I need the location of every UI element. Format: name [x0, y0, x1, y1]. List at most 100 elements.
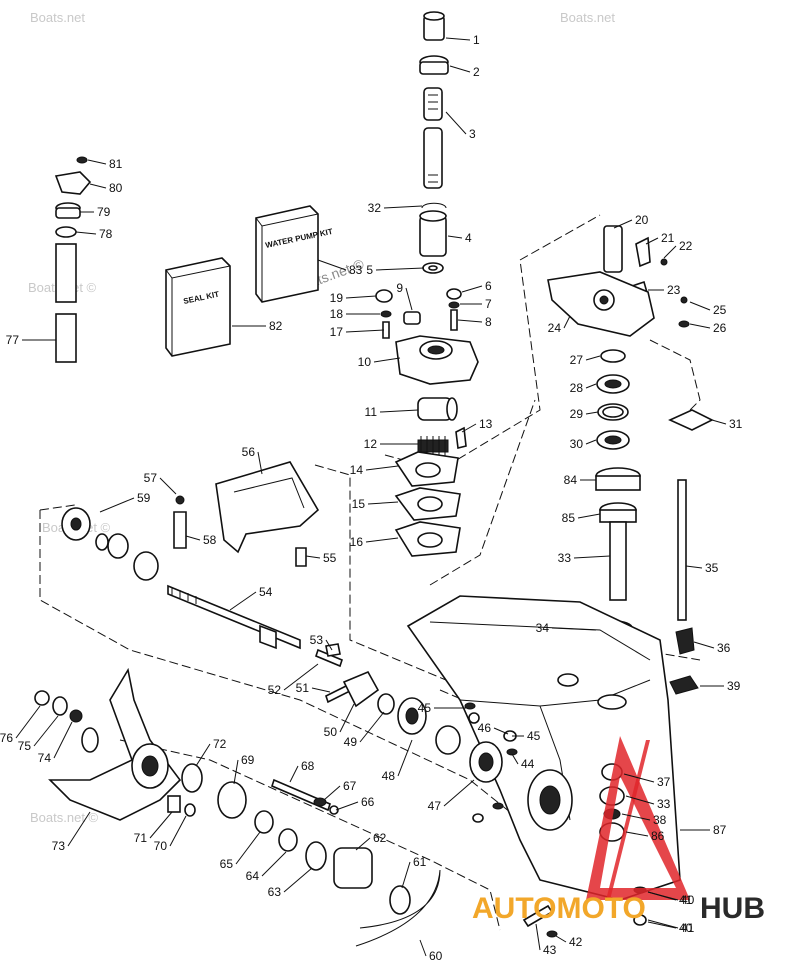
callout-62: 62	[373, 831, 387, 845]
shift-assembly	[547, 225, 714, 450]
part-36-cam	[675, 627, 695, 655]
leader-line	[445, 37, 471, 41]
part-20-shift-shaft	[603, 225, 623, 273]
part-13-key	[455, 426, 467, 449]
part-74-tab	[69, 709, 83, 723]
callout-38: 38	[653, 813, 667, 827]
callout-27: 27	[570, 353, 584, 367]
leader-line	[693, 641, 715, 649]
leader-line	[229, 591, 257, 611]
callout-65: 65	[220, 857, 234, 871]
callout-19: 19	[330, 291, 344, 305]
callout-13: 13	[479, 417, 493, 431]
part-71-screw	[167, 795, 181, 813]
leader-line	[53, 721, 73, 759]
part-35-shift-rod	[677, 479, 687, 621]
leader-line	[461, 285, 483, 293]
leader-line	[359, 711, 385, 743]
callout-4: 4	[465, 231, 472, 245]
part-45-washer	[464, 702, 476, 710]
callout-21: 21	[661, 231, 675, 245]
callout-60: 60	[429, 949, 443, 963]
leader-line	[283, 663, 319, 691]
callout-5: 5	[366, 263, 373, 277]
leader-line	[159, 477, 177, 495]
callout-33: 33	[558, 551, 572, 565]
leader-line	[401, 861, 411, 889]
callout-69: 69	[241, 753, 255, 767]
callout-55: 55	[323, 551, 337, 565]
leader-line	[317, 259, 347, 271]
leader-line	[445, 111, 467, 135]
callout-83: 83	[349, 263, 363, 277]
part-63-o-ring	[305, 841, 327, 871]
leader-line	[397, 739, 413, 777]
callout-labels: 1233245678910171819111213141516202122232…	[0, 33, 743, 963]
part-21-link	[635, 236, 651, 268]
callout-49: 49	[344, 735, 358, 749]
callout-44: 44	[521, 757, 535, 771]
callout-10: 10	[358, 355, 372, 369]
callout-7: 7	[485, 297, 492, 311]
leader-line	[169, 815, 187, 847]
leader-line	[323, 785, 341, 801]
callout-31: 31	[729, 417, 743, 431]
leader-line	[645, 237, 659, 245]
callout-81: 81	[109, 157, 123, 171]
leader-line	[585, 355, 601, 361]
callout-87: 87	[713, 823, 727, 837]
callout-26: 26	[713, 321, 727, 335]
watermark-text: Boats.net ©	[30, 810, 99, 825]
callout-58: 58	[203, 533, 217, 547]
leader-line	[149, 811, 173, 839]
part-42-washer	[546, 930, 558, 938]
callout-84: 84	[564, 473, 578, 487]
leader-line	[345, 329, 385, 333]
watermark-text: Boats.net	[560, 10, 615, 25]
leader-line	[325, 639, 333, 651]
leader-line	[365, 537, 399, 543]
leader-line	[493, 727, 509, 735]
leader-line	[305, 555, 321, 559]
leader-line	[289, 765, 299, 783]
leader-line	[623, 773, 655, 783]
callout-43: 43	[543, 943, 557, 957]
leader-line	[67, 811, 91, 847]
part-9-seal	[403, 311, 421, 325]
callout-40: 40	[679, 921, 693, 935]
callout-22: 22	[679, 239, 693, 253]
leader-line	[563, 315, 571, 329]
callout-64: 64	[246, 869, 260, 883]
part-49-washer	[377, 693, 395, 715]
leader-line	[33, 715, 59, 747]
leader-line	[449, 65, 471, 73]
callout-8: 8	[485, 315, 492, 329]
part-73-propeller	[48, 667, 182, 821]
leader-line	[335, 801, 359, 811]
callout-82: 82	[269, 319, 283, 333]
callout-54: 54	[259, 585, 273, 599]
seal-kit-box	[165, 257, 231, 357]
callout-14: 14	[350, 463, 364, 477]
part-43-screw	[522, 904, 554, 928]
part-75-washer	[52, 696, 68, 716]
part-66-lockwasher	[329, 805, 339, 815]
callout-48: 48	[382, 769, 396, 783]
part-19-nut	[375, 289, 393, 303]
part-17-stud	[382, 321, 390, 339]
leader-line	[195, 743, 211, 767]
part-80-bracket	[54, 171, 92, 195]
callout-35: 35	[705, 561, 719, 575]
leader-line	[283, 867, 313, 893]
callout-1: 1	[473, 33, 480, 47]
leader-line	[99, 497, 135, 513]
leader-line	[663, 245, 677, 259]
leader-line	[367, 501, 399, 505]
callout-53: 53	[310, 633, 324, 647]
callout-78: 78	[99, 227, 113, 241]
leader-line	[625, 795, 655, 805]
leader-line	[355, 837, 371, 851]
part-22-pin	[660, 258, 668, 266]
part-57-screw	[175, 495, 185, 505]
